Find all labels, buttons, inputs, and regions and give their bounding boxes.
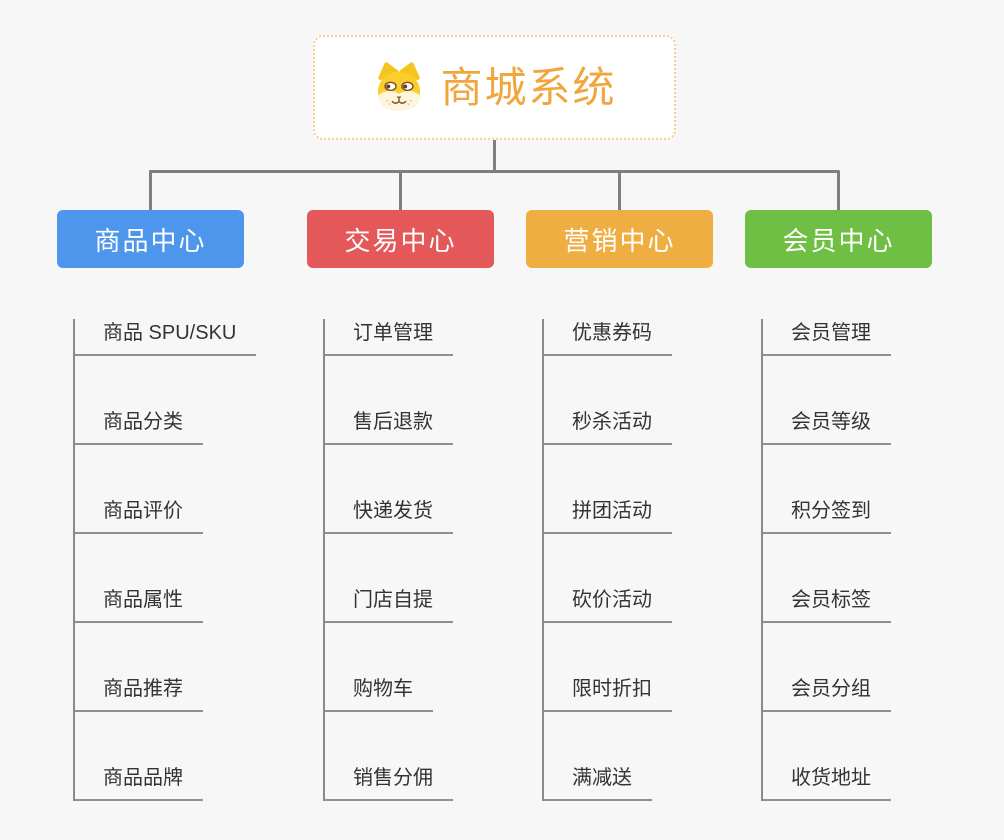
- leaf-node[interactable]: 秒杀活动: [544, 408, 672, 445]
- leaf-node[interactable]: 商品评价: [75, 497, 203, 534]
- leaf-node[interactable]: 收货地址: [763, 764, 891, 801]
- leaf-node[interactable]: 会员管理: [763, 319, 891, 356]
- branch-marketing-center: 营销中心 优惠券码 秒杀活动 拼团活动 砍价活动 限时折扣 满减送: [526, 210, 713, 801]
- connector-path: [149, 140, 840, 210]
- leaf-node[interactable]: 销售分佣: [325, 764, 453, 801]
- branch-trade-center: 交易中心 订单管理 售后退款 快递发货 门店自提 购物车 销售分佣: [307, 210, 494, 801]
- branch-product-leaves: 商品 SPU/SKU 商品分类 商品评价 商品属性 商品推荐 商品品牌: [73, 319, 257, 801]
- branch-member-leaves: 会员管理 会员等级 积分签到 会员标签 会员分组 收货地址: [761, 319, 891, 801]
- leaf-node[interactable]: 限时折扣: [544, 675, 672, 712]
- leaf-node[interactable]: 会员等级: [763, 408, 891, 445]
- leaf-node[interactable]: 会员标签: [763, 586, 891, 623]
- branch-node-marketing[interactable]: 营销中心: [526, 210, 713, 268]
- leaf-node[interactable]: 商品 SPU/SKU: [75, 319, 257, 356]
- leaf-node[interactable]: 满减送: [544, 764, 652, 801]
- branch-trade-leaves: 订单管理 售后退款 快递发货 门店自提 购物车 销售分佣: [323, 319, 453, 801]
- root-title: 商城系统: [440, 63, 617, 111]
- leaf-node[interactable]: 商品推荐: [75, 675, 203, 712]
- leaf-node[interactable]: 快递发货: [325, 497, 453, 534]
- leaf-node[interactable]: 拼团活动: [544, 497, 672, 534]
- leaf-node[interactable]: 售后退款: [325, 408, 453, 445]
- leaf-node[interactable]: 商品分类: [75, 408, 203, 445]
- leaf-node[interactable]: 积分签到: [763, 497, 891, 534]
- leaf-node[interactable]: 订单管理: [325, 319, 453, 356]
- leaf-node[interactable]: 优惠券码: [544, 319, 672, 356]
- root-node[interactable]: 商城系统: [313, 35, 676, 140]
- leaf-node[interactable]: 商品属性: [75, 586, 203, 623]
- leaf-node[interactable]: 砍价活动: [544, 586, 672, 623]
- branch-member-center: 会员中心 会员管理 会员等级 积分签到 会员标签 会员分组 收货地址: [745, 210, 932, 801]
- leaf-node[interactable]: 购物车: [325, 675, 433, 712]
- branch-product-center: 商品中心 商品 SPU/SKU 商品分类 商品评价 商品属性 商品推荐 商品品牌: [57, 210, 257, 801]
- leaf-node[interactable]: 会员分组: [763, 675, 891, 712]
- branch-marketing-leaves: 优惠券码 秒杀活动 拼团活动 砍价活动 限时折扣 满减送: [542, 319, 672, 801]
- branch-node-trade[interactable]: 交易中心: [307, 210, 494, 268]
- branch-node-member[interactable]: 会员中心: [745, 210, 932, 268]
- dog-face-icon: [378, 61, 421, 111]
- leaf-node[interactable]: 门店自提: [325, 586, 453, 623]
- branch-node-product[interactable]: 商品中心: [57, 210, 244, 268]
- leaf-node[interactable]: 商品品牌: [75, 764, 203, 801]
